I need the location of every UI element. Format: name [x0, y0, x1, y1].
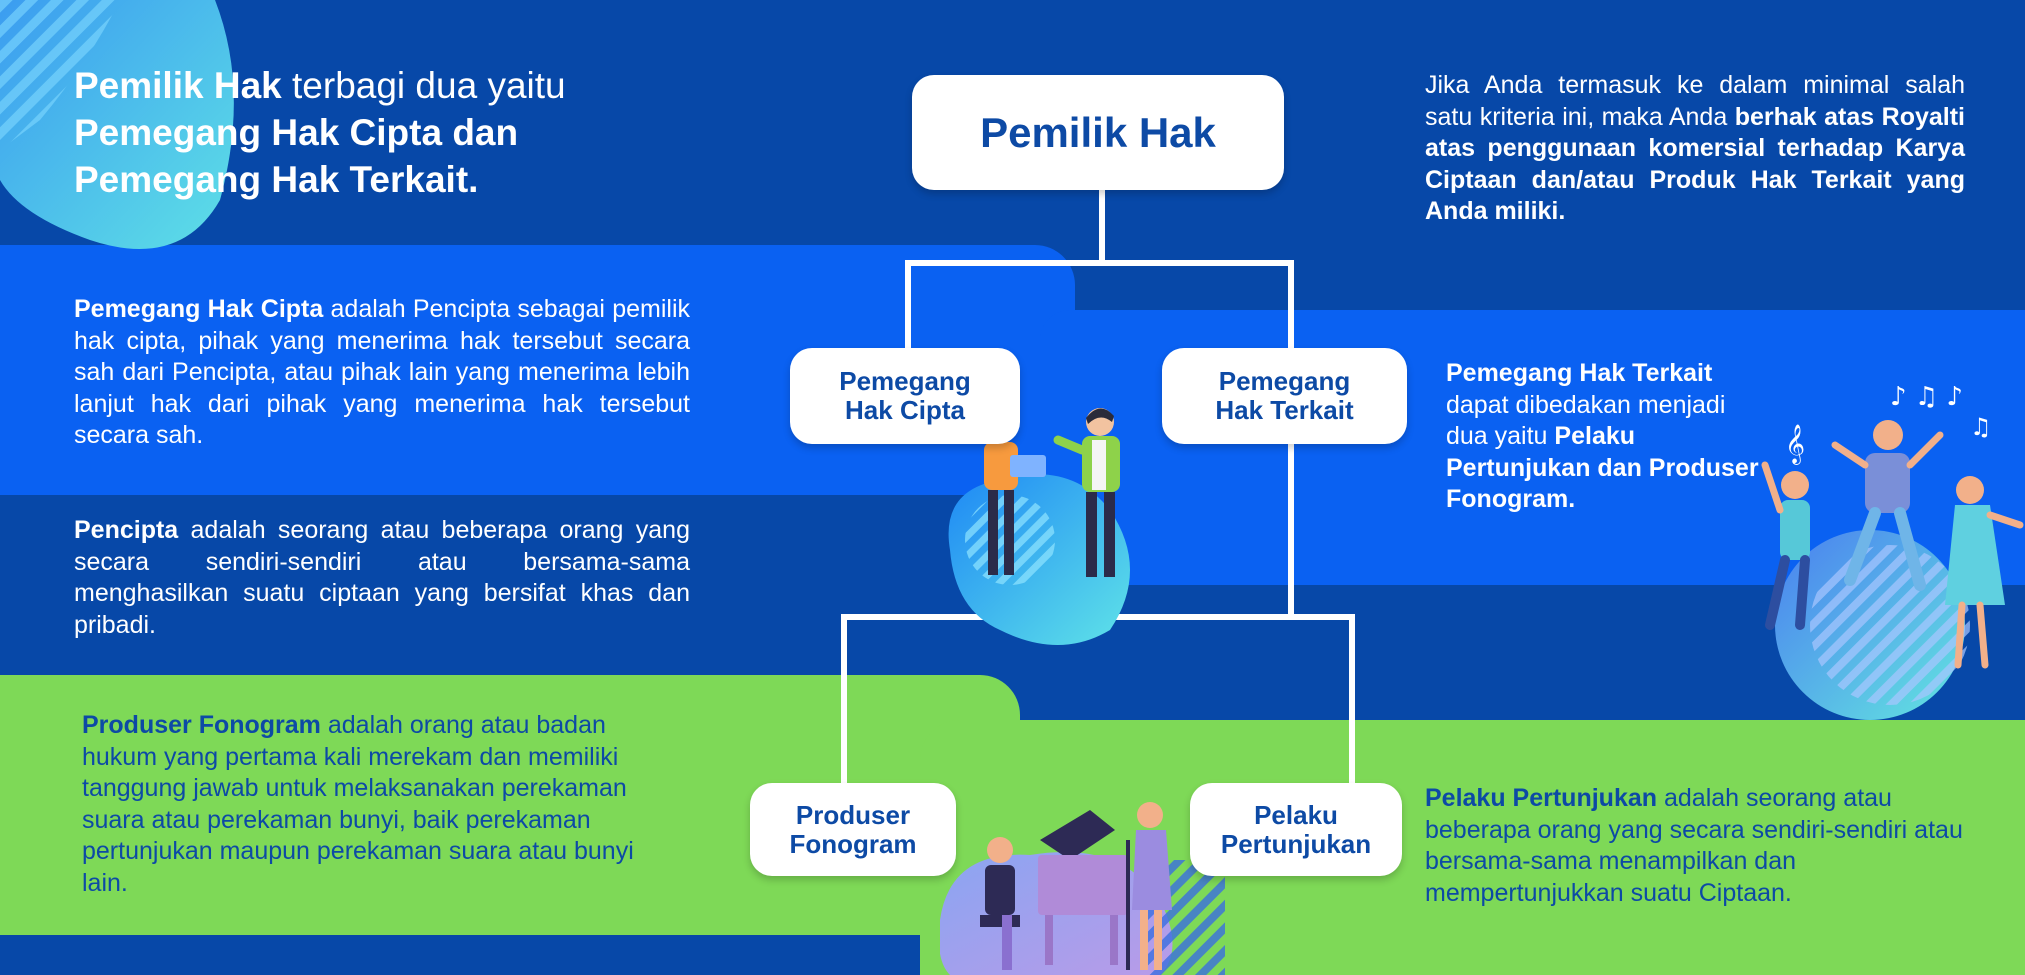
node-pemegang-hak-cipta: Pemegang Hak Cipta [790, 348, 1020, 444]
node-pelaku-line2: Pertunjukan [1220, 828, 1372, 859]
node-hak-terkait-line1: Pemegang [1218, 366, 1351, 396]
pelaku-pertunjukan-paragraph: Pelaku Pertunjukan adalah seorang atau b… [1425, 783, 1970, 909]
svg-text:𝄞: 𝄞 [1785, 424, 1805, 465]
connector-left-down [905, 260, 911, 352]
connector-level1-horizontal [905, 260, 1294, 266]
node-pemegang-hak-terkait: Pemegang Hak Terkait [1162, 348, 1407, 444]
piano-singer-illustration [940, 802, 1225, 975]
connector-bottom-right-down [1349, 614, 1355, 784]
hak-terkait-term: Pemegang Hak Terkait [1446, 359, 1713, 387]
node-produser-line1: Produser [795, 799, 911, 830]
headline-rest: terbagi dua yaitu [281, 65, 566, 106]
svg-text:♪ ♫ ♪: ♪ ♫ ♪ [1890, 382, 1963, 412]
royalti-strong: berhak atas Royalti atas penggunaan kome… [1425, 102, 1966, 226]
headline-strong: Pemilik Hak [74, 65, 282, 106]
root-node-pemilik-hak: Pemilik Hak [912, 75, 1284, 190]
produser-fonogram-term: Produser Fonogram [82, 711, 321, 739]
headline-line2: Pemegang Hak Cipta dan [74, 112, 519, 153]
corner-blob-decoration [0, 0, 234, 249]
pencipta-body: adalah seorang atau beberapa orang yang … [74, 516, 690, 639]
headline: Pemilik Hak terbagi dua yaitu Pemegang H… [74, 62, 694, 203]
node-produser-line2: Fonogram [789, 828, 917, 859]
hak-terkait-body: dapat dibedakan menjadi dua yaitu [1446, 390, 1726, 451]
headline-line3: Pemegang Hak Terkait. [74, 159, 479, 200]
pelaku-pertunjukan-term: Pelaku Pertunjukan [1425, 784, 1658, 812]
pemegang-hak-cipta-term: Pemegang Hak Cipta [74, 295, 324, 323]
connector-bottom-left-down [841, 614, 847, 784]
svg-text:♫: ♫ [1970, 413, 1992, 441]
node-hak-terkait-line2: Hak Terkait [1215, 395, 1354, 425]
pemegang-hak-cipta-body: adalah Pencipta sebagai pemilik hak cipt… [74, 295, 690, 449]
royalti-paragraph: Jika Anda termasuk ke dalam minimal sala… [1425, 70, 1965, 228]
connector-root-down [1099, 190, 1105, 262]
royalti-intro: Jika Anda termasuk ke dalam minimal sala… [1425, 71, 1965, 131]
hak-terkait-paragraph: Pemegang Hak Terkait dapat dibedakan men… [1446, 358, 1771, 516]
node-produser-fonogram: Produser Fonogram [750, 783, 956, 876]
pencipta-term: Pencipta [74, 516, 179, 544]
pelaku-pertunjukan-body: adalah seorang atau beberapa orang yang … [1425, 784, 1963, 907]
produser-fonogram-body: adalah orang atau badan hukum yang perta… [82, 711, 634, 897]
pencipta-paragraph: Pencipta adalah seorang atau beberapa or… [74, 515, 690, 641]
hak-terkait-strong: Pelaku Pertunjukan dan Produser Fonogram… [1446, 422, 1759, 513]
node-pelaku-pertunjukan: Pelaku Pertunjukan [1190, 783, 1402, 876]
pemegang-hak-cipta-paragraph: Pemegang Hak Cipta adalah Pencipta sebag… [74, 294, 690, 452]
two-people-illustration [948, 408, 1130, 645]
root-node-label: Pemilik Hak [980, 108, 1216, 156]
produser-fonogram-paragraph: Produser Fonogram adalah orang atau bada… [82, 710, 657, 899]
dancers-illustration: ♪ ♫ ♪ ♫ 𝄞 [1761, 382, 2024, 720]
node-hak-cipta-line2: Hak Cipta [845, 395, 965, 425]
node-hak-cipta-line1: Pemegang [839, 366, 971, 396]
node-pelaku-line1: Pelaku [1254, 799, 1338, 830]
